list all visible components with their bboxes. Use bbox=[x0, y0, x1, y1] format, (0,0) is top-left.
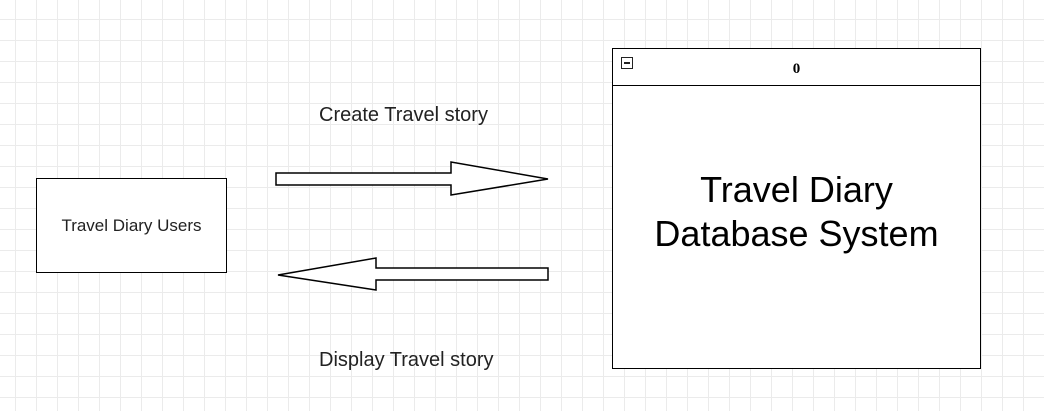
create-flow-label: Create Travel story bbox=[319, 104, 488, 126]
external-entity-box[interactable]: Travel Diary Users bbox=[36, 178, 227, 273]
process-box[interactable]: 0 Travel Diary Database System bbox=[612, 48, 981, 369]
arrow-left-icon[interactable] bbox=[277, 257, 549, 291]
process-body: Travel Diary Database System bbox=[613, 86, 980, 368]
process-title: Travel Diary Database System bbox=[654, 169, 939, 254]
process-header: 0 bbox=[613, 49, 980, 86]
external-entity-label: Travel Diary Users bbox=[61, 215, 202, 235]
arrow-right-icon[interactable] bbox=[275, 161, 549, 196]
minus-square-icon[interactable] bbox=[621, 57, 633, 69]
display-flow-label: Display Travel story bbox=[319, 349, 494, 371]
process-number: 0 bbox=[792, 61, 801, 77]
